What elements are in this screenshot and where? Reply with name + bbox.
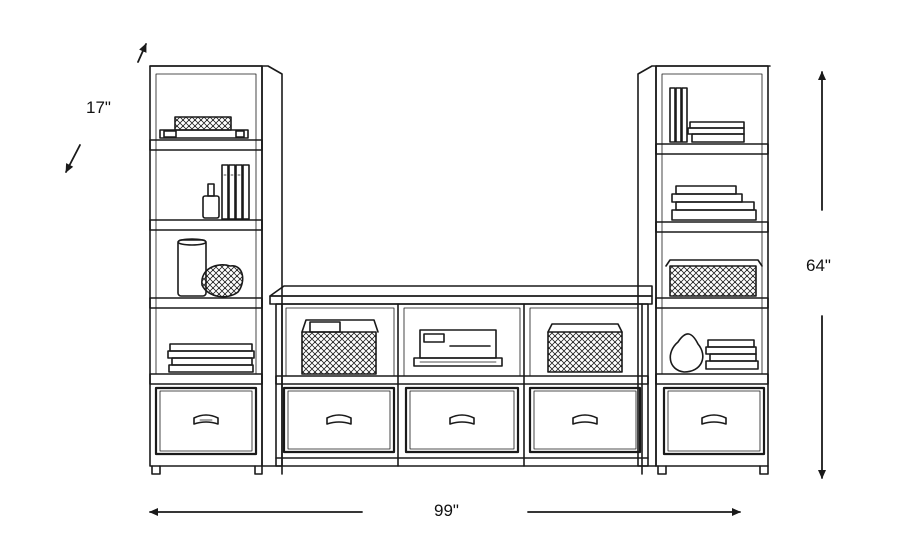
- book-stack: [167, 343, 255, 373]
- left-pier-shelves: [149, 139, 263, 385]
- right-pier-cabinet: [637, 65, 771, 475]
- left-pier-drawer: [154, 386, 258, 456]
- depth-dimension-arrow: [65, 43, 147, 173]
- right-pier-drawer: [662, 386, 766, 456]
- vase-and-coral: [177, 238, 244, 298]
- right-basket: [665, 259, 763, 297]
- depth-label: 17": [86, 98, 111, 118]
- left-pier-cabinet: [149, 65, 283, 475]
- books-and-bottle: [202, 164, 250, 220]
- right-vase-and-books: [669, 333, 759, 373]
- center-console: [269, 285, 653, 475]
- height-label: 64": [806, 256, 831, 276]
- width-label: 99": [434, 501, 459, 521]
- console-basket-left: [301, 319, 379, 375]
- right-pier-shelves: [655, 143, 769, 385]
- right-book-stack: [671, 185, 757, 221]
- media-player: [413, 329, 503, 367]
- decorative-tray: [159, 116, 249, 139]
- right-top-books: [669, 87, 745, 143]
- console-basket-right: [547, 323, 623, 373]
- console-drawers: [282, 386, 642, 454]
